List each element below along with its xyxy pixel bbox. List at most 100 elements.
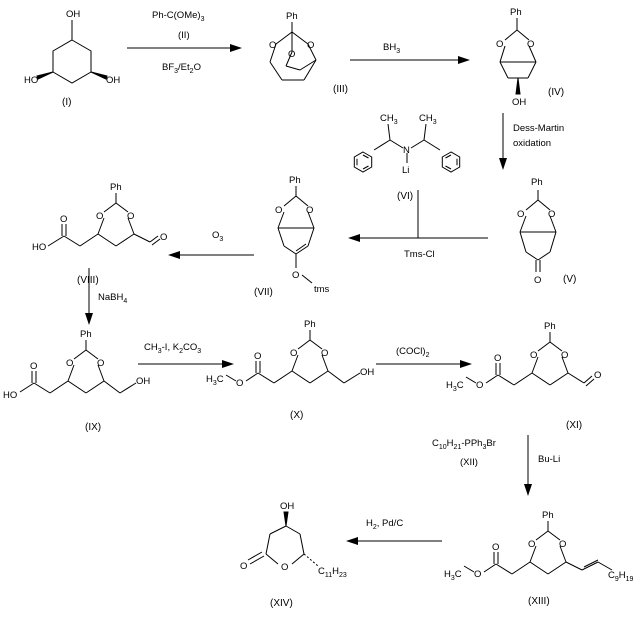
atom-h3c: H3C [444,569,462,582]
arrow-step-2: BH3 [350,42,470,64]
atom-o-aldehyde: O [160,232,167,243]
atom-o-ketone: O [534,275,541,286]
atom-o-right: O [321,348,328,359]
reagent-step1-bottom: BF3/Et2O [162,62,201,75]
reagent-step4: Tms-Cl [404,249,435,260]
compound-vi: CH3 CH3 N Li (VI) [353,113,461,202]
atom-o-left: O [496,39,503,50]
reagent-step9-base: Bu-Li [538,454,560,465]
compound-xiii: Ph O O O O H3C C9H19 (XIII) [444,510,634,607]
reagent-step7: CH3-I, K2CO3 [144,342,201,355]
atom-ch3-left: CH3 [380,113,398,126]
atom-o-center: O [288,49,295,60]
compound-label-iv: (IV) [548,87,564,98]
compound-label-iii: (III) [333,84,348,95]
compound-iii: Ph O O O (III) [269,11,348,95]
compound-vii: Ph O O O tms (VII) [254,175,330,298]
compound-xi: Ph O O O O H3C O (XI) [446,321,601,431]
compound-xiv: OH O O C11H23 (XIV) [240,501,347,609]
atom-ho: HO [32,242,46,253]
atom-o-left: O [96,211,103,222]
reagent-step1-top: Ph-C(OMe)3 [152,10,205,23]
reagent-step9: C10H21-PPh3Br [432,438,496,451]
arrow-step-3: Dess-Martin oxidation [499,113,564,170]
atom-o-carbonyl: O [492,542,499,553]
atom-oh: OH [136,376,150,387]
atom-o-ester: O [474,569,481,580]
compound-i: OH HO OH (I) [24,9,120,108]
compound-label-xi: (XI) [566,420,582,431]
arrow-step-8: (COCl)2 [376,346,472,368]
arrow-step-1: Ph-C(OMe)3 (II) BF3/Et2O [127,10,242,75]
atom-n: N [403,145,410,156]
atom-o-aldehyde: O [594,370,601,381]
atom-ho: HO [3,390,17,401]
atom-li: Li [402,165,409,176]
compound-ix: Ph O O O HO OH (IX) [3,329,150,433]
atom-ho-left: HO [24,75,38,86]
atom-o-right: O [559,539,566,550]
compound-label-i: (I) [62,97,71,108]
atom-o-left: O [528,539,535,550]
atom-tms: tms [314,284,330,295]
atom-c11h23: C11H23 [318,566,347,579]
reagent-step10: H2, Pd/C [366,518,403,531]
atom-ph: Ph [289,175,301,186]
atom-h3c: H3C [446,380,464,393]
compound-label-viii: (VIII) [77,275,99,286]
atom-oh: OH [360,367,374,378]
reagent-step8: (COCl)2 [396,346,430,359]
atom-oh: OH [280,501,294,512]
atom-o-right: O [548,209,555,220]
atom-o-left: O [269,40,276,51]
atom-ph: Ph [286,11,298,22]
atom-oh: OH [512,97,526,108]
atom-ph: Ph [304,319,316,330]
atom-ph: Ph [544,321,556,332]
atom-ph: Ph [531,177,543,188]
arrow-step-4: Tms-Cl [348,190,488,260]
arrow-step-9: C10H21-PPh3Br (XII) Bu-Li [432,435,560,496]
atom-ph: Ph [542,510,554,521]
compound-label-vii: (VII) [254,287,273,298]
atom-o-ring: O [281,562,288,573]
compound-v: Ph O O O (V) [517,177,576,286]
arrow-step-6: NaBH4 [85,268,127,325]
atom-o-right: O [97,358,104,369]
reagent-step6: NaBH4 [98,292,127,305]
arrow-step-7: CH3-I, K2CO3 [138,342,234,368]
compound-label-x: (X) [290,410,303,421]
reagent-step5: O3 [212,230,223,243]
atom-o-left: O [66,358,73,369]
atom-o-right: O [561,350,568,361]
atom-c9h19: C9H19 [608,570,634,583]
atom-o-acid: O [60,214,67,225]
atom-o-right: O [306,205,313,216]
compound-label-xiv: (XIV) [270,598,293,609]
compound-iv: Ph O O OH (IV) [496,7,564,108]
atom-o-ester: O [236,378,243,389]
atom-ph: Ph [110,182,122,193]
reagent-step3-b: oxidation [513,138,551,149]
atom-o-right: O [127,211,134,222]
atom-o-right: O [307,40,314,51]
atom-o-acid: O [30,361,37,372]
atom-o-ester: O [476,380,483,391]
atom-o-carbonyl: O [240,561,247,572]
atom-ph: Ph [80,329,92,340]
atom-o-left: O [517,209,524,220]
reagent-step2: BH3 [383,42,400,55]
atom-oh-right: OH [106,75,120,86]
compound-viii: Ph O O O HO O (VIII) [32,182,167,286]
compound-x: Ph O O O O H3C OH (X) [206,319,374,421]
compound-label-ix: (IX) [85,422,101,433]
compound-label-xiii: (XIII) [528,596,550,607]
atom-o-carbonyl: O [494,353,501,364]
atom-oh-top: OH [66,9,80,20]
reagent-step1-mid: (II) [178,30,190,41]
atom-o-ether: O [292,270,299,281]
reagent-step3-a: Dess-Martin [513,123,564,134]
arrow-step-5: O3 [168,230,254,259]
atom-ph: Ph [510,7,522,18]
atom-ch3-right: CH3 [419,113,437,126]
